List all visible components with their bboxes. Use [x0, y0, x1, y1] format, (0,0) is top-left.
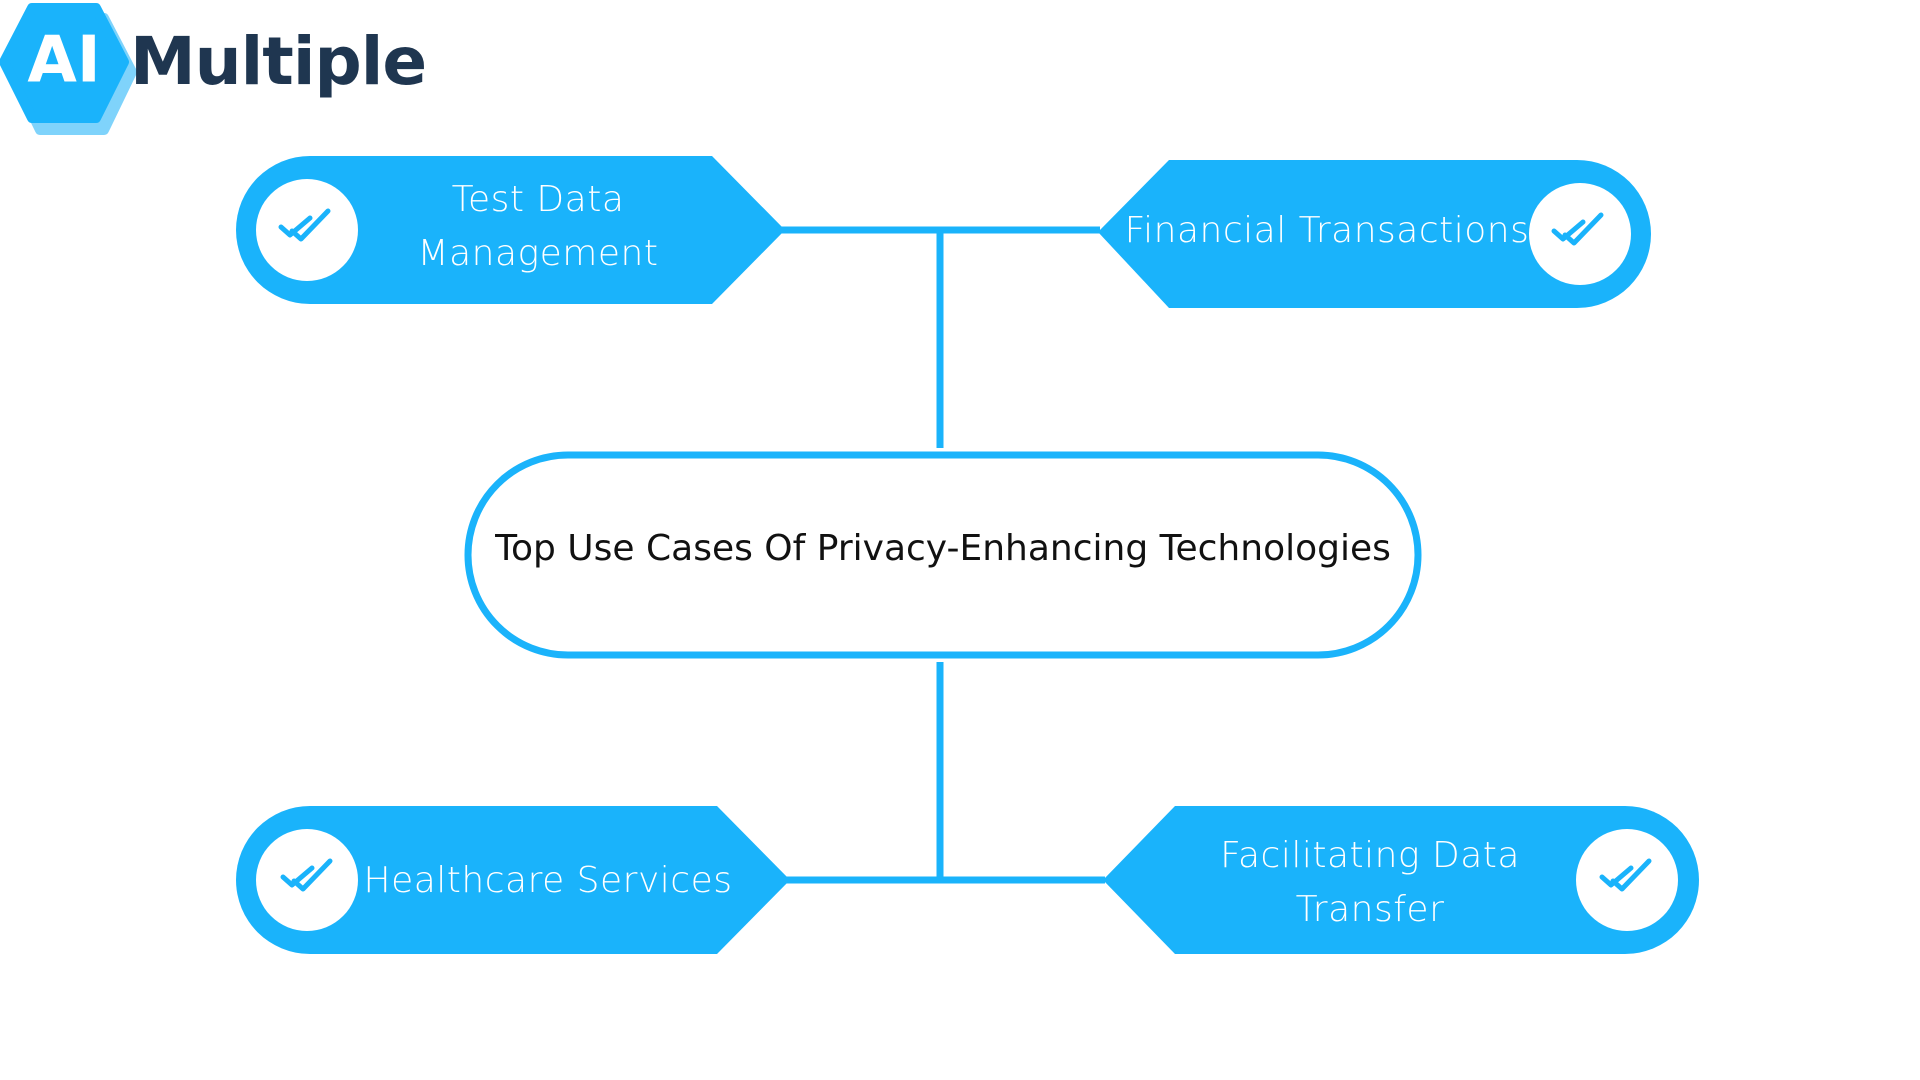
center-pill [464, 451, 1422, 659]
node-label-line-1: Test Data [452, 179, 625, 220]
node-label-line-1: Healthcare Services [364, 860, 733, 901]
center-title: Top Use Cases Of Privacy-Enhancing Techn… [494, 528, 1391, 569]
double-check-icon [278, 208, 331, 242]
node-shape [1098, 160, 1651, 308]
double-check-icon [1599, 858, 1652, 892]
connectors [780, 226, 1105, 884]
node-facilitating-data-transfer: Facilitating Data Transfer [1103, 806, 1699, 954]
node-label-line-2: Management [418, 233, 659, 274]
icon-circle [1576, 829, 1678, 931]
node-shape [236, 806, 790, 954]
logo: AI Multiple [0, 3, 427, 135]
center-node: Top Use Cases Of Privacy-Enhancing Techn… [464, 451, 1422, 659]
node-shape [236, 156, 785, 304]
node-healthcare-services: Healthcare Services [236, 806, 790, 954]
node-label-line-1: Financial Transactions [1125, 210, 1530, 251]
node-financial-transactions: Financial Transactions [1098, 160, 1651, 308]
node-test-data-management: Test Data Management [236, 156, 785, 304]
node-label-line-2: Transfer [1296, 889, 1445, 930]
node-shape [1103, 806, 1699, 954]
icon-circle [256, 829, 358, 931]
logo-badge-text: AI [27, 24, 100, 98]
double-check-icon [1551, 212, 1604, 246]
logo-wordmark: Multiple [130, 23, 426, 100]
double-check-icon [280, 858, 333, 892]
node-label-line-1: Facilitating Data [1220, 835, 1520, 876]
logo-badge [0, 3, 129, 123]
